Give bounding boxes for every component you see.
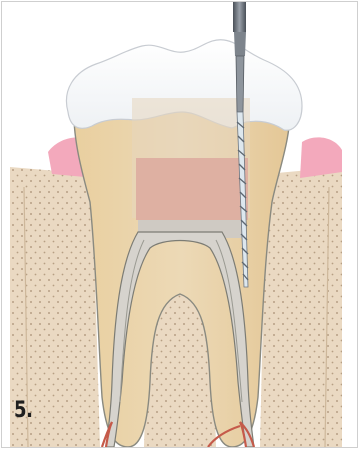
step-number-label: 5.	[14, 400, 33, 422]
pulp-chamber	[136, 158, 248, 220]
